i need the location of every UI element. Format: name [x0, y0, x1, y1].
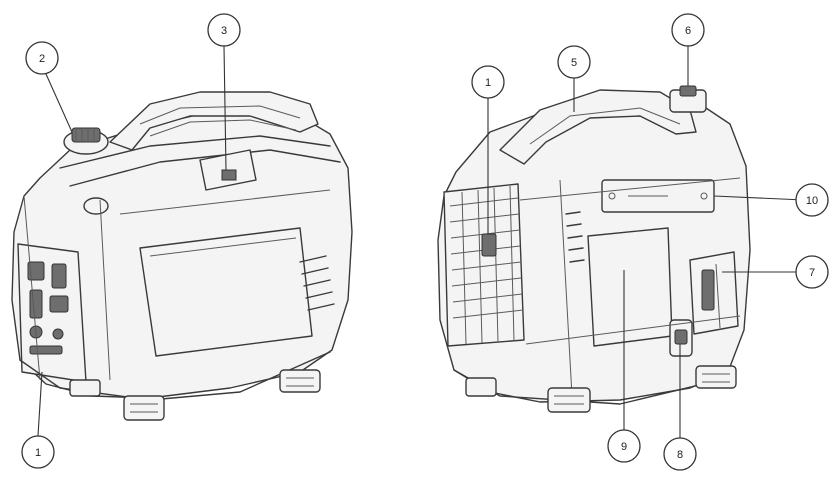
callout-7: 7 — [795, 255, 829, 289]
generator-front-view — [11, 91, 353, 421]
callout-1-front: 1 — [21, 435, 55, 469]
callout-leaders — [37, 45, 805, 438]
svg-text:7: 7 — [809, 267, 815, 279]
generator-front-handle — [109, 91, 319, 151]
grille-latch — [481, 233, 497, 257]
air-grille — [443, 183, 525, 347]
svg-text:8: 8 — [677, 449, 683, 461]
svg-text:2: 2 — [39, 53, 45, 65]
callout-10: 10 — [795, 183, 829, 217]
generator-rear-handle — [499, 89, 697, 165]
svg-text:3: 3 — [221, 25, 227, 37]
callout-2: 2 — [25, 41, 59, 75]
callout-9: 9 — [607, 429, 641, 463]
callout-6: 6 — [671, 13, 705, 47]
svg-text:1: 1 — [35, 447, 41, 459]
svg-text:6: 6 — [685, 25, 691, 37]
svg-text:5: 5 — [571, 57, 577, 69]
side-service-panel — [139, 227, 313, 357]
generator-rear-view — [437, 85, 751, 413]
svg-text:9: 9 — [621, 441, 627, 453]
side-vents — [299, 255, 335, 311]
callout-1-rear: 1 — [471, 65, 505, 99]
rear-foot-right — [695, 365, 737, 389]
svg-text:10: 10 — [806, 195, 818, 207]
svg-text:1: 1 — [485, 77, 491, 89]
callout-3: 3 — [207, 13, 241, 47]
callout-5: 5 — [557, 45, 591, 79]
front-foot-left — [123, 395, 165, 421]
callout-8: 8 — [663, 437, 697, 471]
rear-foot-left — [547, 387, 591, 413]
exhaust-outlet — [669, 319, 693, 357]
front-foot-right — [279, 369, 321, 393]
